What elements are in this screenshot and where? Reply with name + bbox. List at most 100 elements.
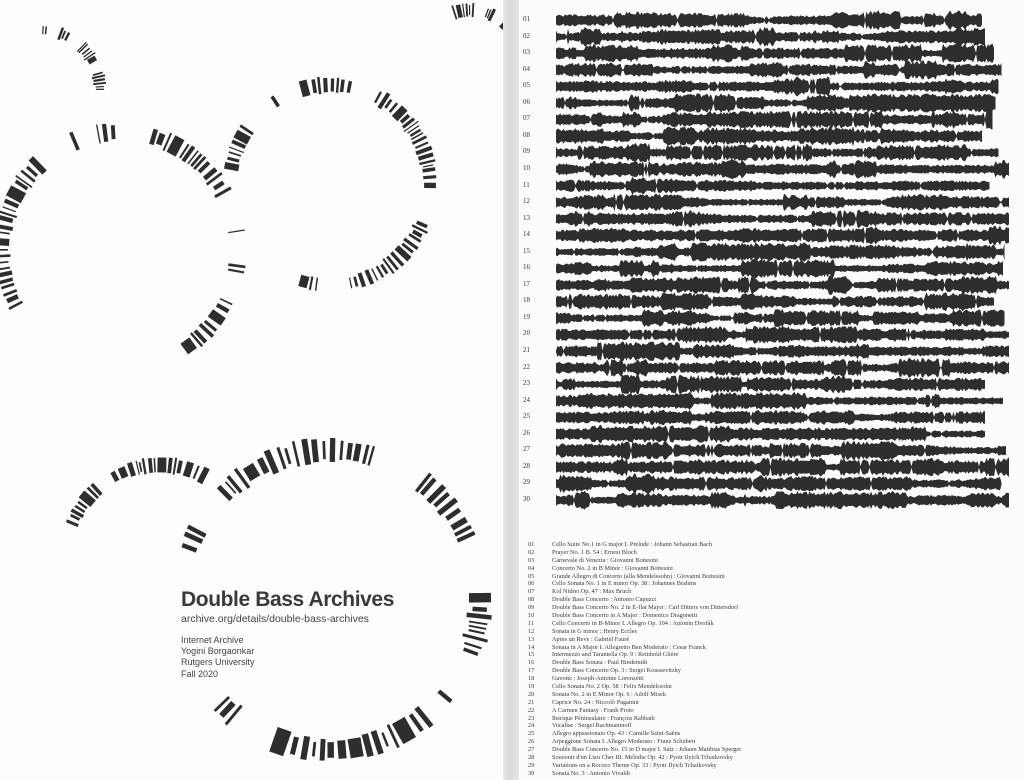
barcode-bar — [437, 689, 453, 704]
barcode-bar — [193, 329, 208, 344]
track-number: 10 — [528, 612, 535, 620]
waveform-track — [556, 43, 994, 64]
track-title: Souvenir d'un Lieu Cher III. Mélodie Op.… — [552, 754, 733, 762]
barcode-bar — [207, 309, 226, 326]
barcode-bar — [455, 4, 463, 19]
barcode-bar — [74, 504, 86, 513]
barcode-bar — [190, 153, 203, 167]
barcode-bar — [20, 169, 36, 183]
barcode-bar — [361, 733, 374, 758]
barcode-bar — [401, 242, 414, 254]
waveform-label: 03 — [523, 48, 530, 57]
waveform-shape — [556, 309, 1005, 328]
barcode-bar — [92, 71, 103, 76]
barcode-bar — [367, 445, 376, 466]
track-number: 25 — [528, 730, 535, 738]
track-row: 07 Kol Nidrei Op. 47 : Max Bruch — [528, 588, 1008, 596]
barcode-bar — [203, 319, 218, 332]
barcode-bar — [401, 117, 416, 129]
barcode-bar — [298, 79, 311, 98]
waveform-track — [556, 10, 982, 31]
waveform-track — [556, 258, 1003, 279]
waveform-shape — [556, 26, 985, 47]
waveform-shape — [556, 193, 1009, 212]
barcode-bar — [242, 462, 261, 482]
track-title: A Carmen Fantasy : Frank Proto — [552, 706, 634, 714]
credit-line: Internet Archive — [181, 635, 244, 645]
barcode-bar — [319, 738, 326, 761]
waveform-track — [556, 193, 1009, 212]
waveform-track — [556, 209, 1009, 228]
waveform-shape — [556, 275, 1009, 295]
barcode-bar — [426, 484, 447, 504]
credits: Internet Archive Yogini Borgaonkar Rutge… — [181, 635, 394, 680]
waveform-shape — [556, 374, 985, 395]
barcode-bar — [289, 736, 299, 755]
waveform-shape — [556, 490, 1009, 510]
barcode-bar — [411, 224, 428, 234]
track-title: Allegro appassionato Op. 43 : Camille Sa… — [552, 730, 681, 738]
barcode-bar — [162, 132, 173, 152]
barcode-bar — [228, 229, 245, 234]
barcode-bar — [346, 80, 353, 93]
barcode-ring — [65, 457, 210, 528]
barcode-bar — [83, 51, 96, 61]
track-number: 02 — [528, 548, 535, 556]
track-title: Kol Nidrei Op. 47 : Max Bruch — [552, 588, 632, 596]
barcode-bar — [228, 263, 246, 269]
barcode-bar — [155, 132, 166, 146]
waveform-label: 17 — [523, 279, 530, 288]
barcode-bar — [147, 458, 154, 473]
barcode-bar — [329, 438, 336, 462]
track-title: Caprice No. 24 : Niccolò Paganini — [552, 698, 639, 706]
track-title: Sonata No. 3 : Antonio Vivaldi — [552, 769, 630, 777]
barcode-bar — [339, 440, 344, 461]
barcode-bar — [83, 50, 93, 58]
barcode-bar — [291, 440, 301, 467]
barcode-bar — [181, 542, 198, 553]
waveform-label: 30 — [523, 494, 530, 503]
barcode-bar — [445, 507, 462, 521]
waveform-label: 10 — [523, 163, 530, 172]
barcode-bar — [346, 442, 353, 460]
waveform-label: 15 — [523, 246, 530, 255]
track-title: Prayer No. 1 B. 54 : Ernest Bloch — [552, 548, 637, 556]
waveform-shape — [556, 325, 1009, 344]
barcode-bar — [270, 95, 280, 108]
track-title: Double Bass Concerto No. 2 in E-flat Maj… — [552, 604, 739, 612]
barcode-bar — [231, 139, 247, 149]
waveform-track — [556, 424, 985, 444]
barcode-bar — [314, 277, 319, 291]
barcode-bar — [179, 143, 190, 159]
barcode-bar — [388, 102, 399, 113]
barcode-bar — [6, 294, 19, 304]
barcode-bar — [182, 461, 195, 478]
barcode-bar — [348, 277, 353, 289]
barcode-bar — [86, 55, 98, 65]
barcode-bar — [2, 289, 18, 297]
barcode-bar — [226, 475, 243, 494]
barcode-bar — [0, 237, 10, 247]
track-number: 15 — [528, 651, 535, 659]
waveform-track — [556, 341, 1009, 361]
barcode-bar — [357, 272, 367, 288]
barcode-bar — [433, 491, 450, 508]
barcode-bar — [197, 160, 211, 174]
barcode-ring — [181, 438, 492, 761]
track-number: 07 — [528, 588, 535, 596]
waveform-track — [556, 275, 1009, 295]
track-title: Double Bass Sonata : Paul Hindemith — [552, 659, 648, 667]
barcode-bar — [411, 229, 423, 238]
waveform-track — [556, 358, 1009, 378]
barcode-bar — [311, 79, 318, 94]
waveform-shape — [556, 176, 990, 196]
barcode-ring — [0, 123, 246, 355]
